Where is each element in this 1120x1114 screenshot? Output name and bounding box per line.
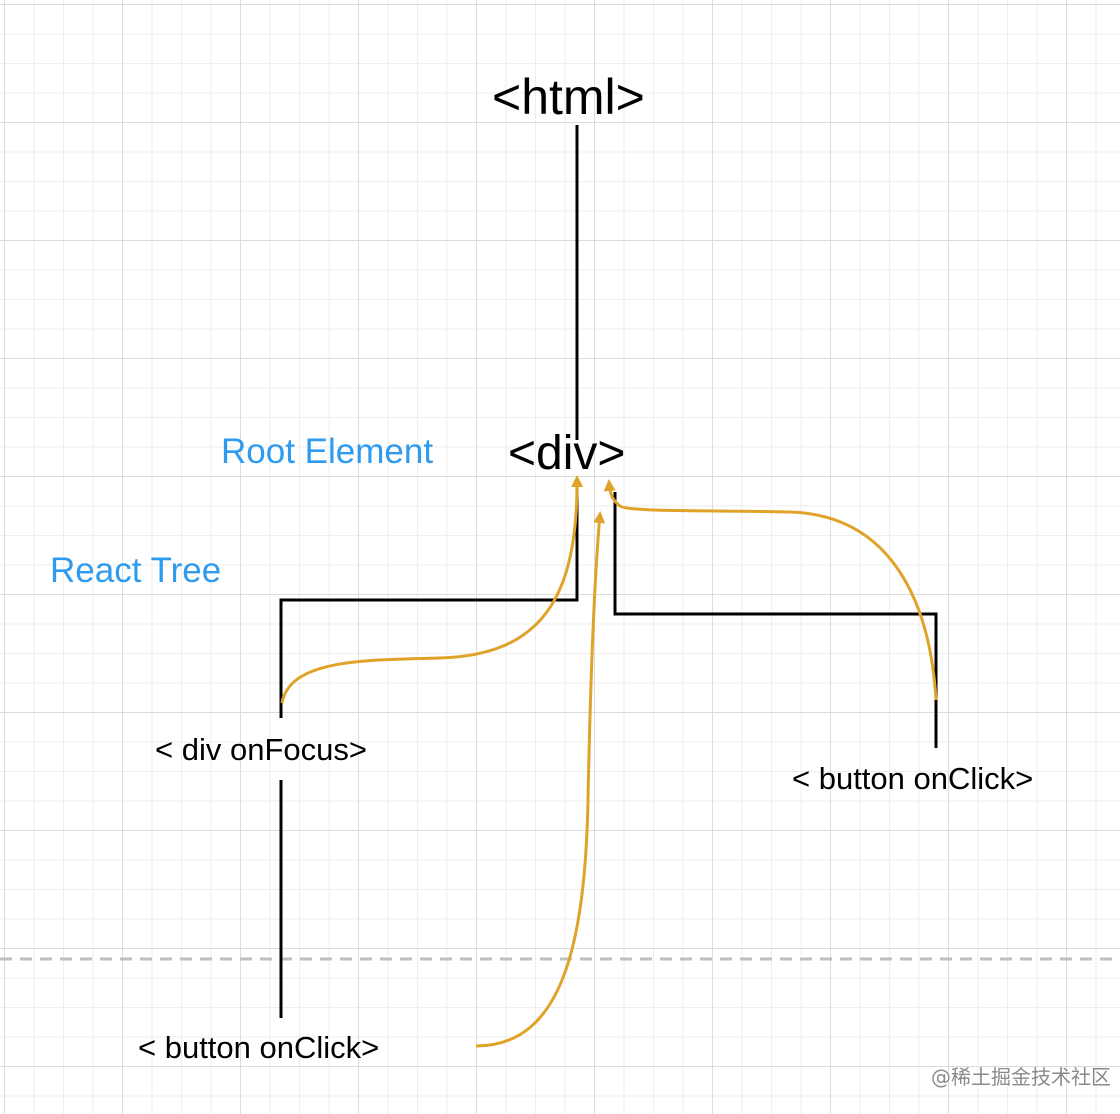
root-div-node-label: <div> bbox=[508, 427, 626, 480]
button-onclick-right-node-label: < button onClick> bbox=[792, 761, 1034, 796]
watermark-text: @稀土掘金技术社区 bbox=[931, 1065, 1111, 1089]
root-element-label: Root Element bbox=[221, 432, 434, 471]
root-div-to-div-onfocus-connector bbox=[279, 478, 579, 718]
bottom-button-click-propagation-arrow bbox=[475, 511, 606, 1048]
react-tree-label: React Tree bbox=[50, 551, 222, 590]
div-onfocus-node-label: < div onFocus> bbox=[155, 732, 367, 767]
focus-event-propagation-arrow bbox=[280, 475, 584, 704]
root-div-to-button-right-connector bbox=[613, 492, 938, 748]
right-button-click-propagation-arrow bbox=[603, 479, 938, 701]
button-onclick-bottom-node-label: < button onClick> bbox=[138, 1030, 380, 1065]
html-node-label: <html> bbox=[492, 69, 645, 125]
